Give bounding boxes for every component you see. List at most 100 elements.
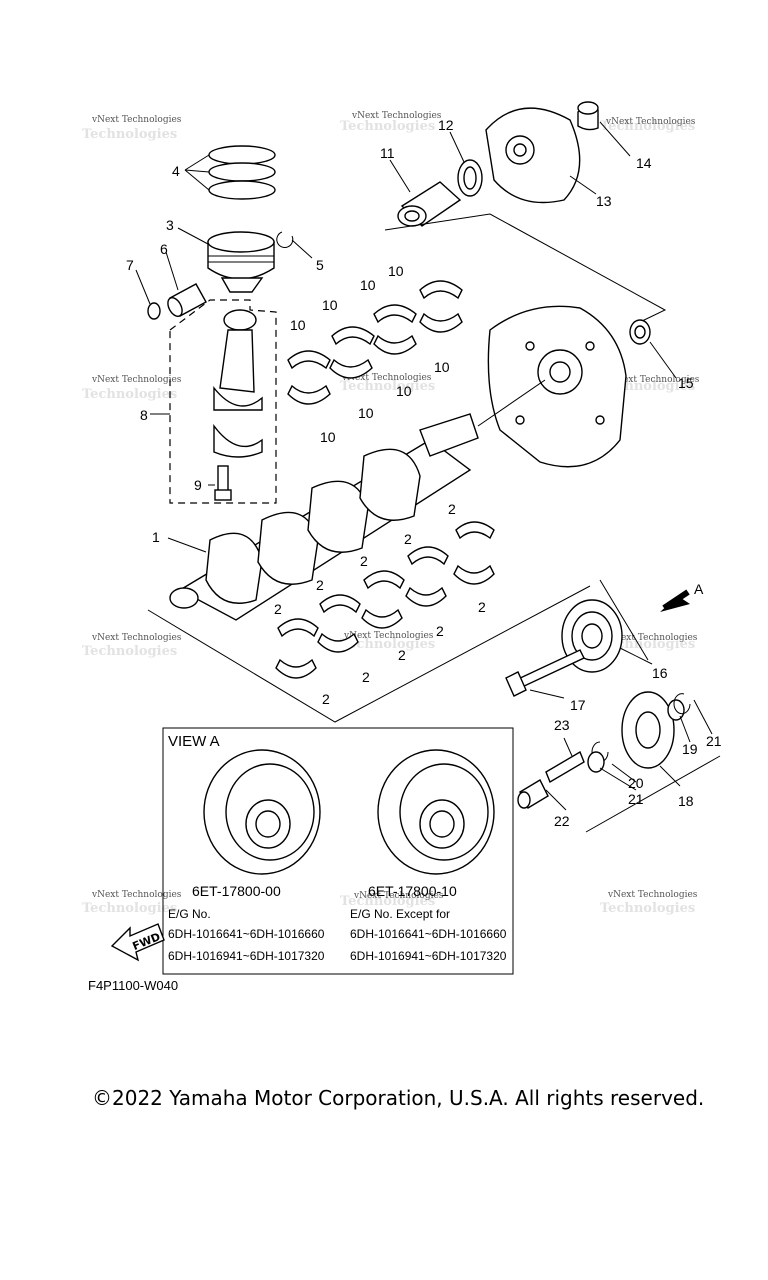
watermark-text: vNext Technologies: [609, 375, 700, 385]
watermark-text: vNext Technologies: [91, 375, 182, 385]
watermark-text: vNext Technologies: [351, 111, 442, 121]
watermark-text: vNext Technologies: [91, 890, 182, 900]
callout-7: 7: [126, 257, 134, 273]
crank-gear-and-bolt: [505, 579, 649, 697]
callout-18: 18: [678, 793, 694, 809]
callout-2: 2: [274, 601, 282, 617]
connecting-rod-bolt: [208, 465, 232, 501]
callout-1: 1: [152, 529, 160, 545]
view-a-arrow: A: [660, 581, 704, 612]
callout-14: 14: [636, 155, 652, 171]
callout-9: 9: [194, 477, 202, 493]
diagram-code: F4P1100-W040: [88, 978, 178, 993]
conrod-bearings-upper: [287, 280, 463, 405]
watermark-text: vNext Technologies: [91, 115, 182, 125]
watermark-ghost: Technologies: [600, 901, 695, 916]
callout-4: 4: [172, 163, 180, 179]
watermark-text: vNext Technologies: [343, 631, 434, 641]
view-a-panel: VIEW A 6ET-17800-00 E/G No. 6DH-1016641~…: [162, 727, 514, 975]
callout-5: 5: [316, 257, 324, 273]
view-a-title: VIEW A: [168, 733, 220, 750]
callout-2: 2: [478, 599, 486, 615]
callout-17: 17: [570, 697, 586, 713]
part-number-10: 6ET-17800-10: [368, 883, 457, 899]
fwd-arrow-icon: FWD: [110, 923, 165, 962]
crankshaft: [169, 379, 546, 621]
callout-2: 2: [436, 623, 444, 639]
watermark-ghost: Technologies: [82, 387, 177, 402]
watermark-group: vNext Technologies vNext Technologies vN…: [91, 111, 700, 901]
watermark-ghost: Technologies: [340, 379, 435, 394]
callout-10: 10: [320, 429, 336, 445]
callout-22: 22: [554, 813, 570, 829]
piston-rings: [184, 145, 276, 200]
watermark-ghost: Technologies: [82, 644, 177, 659]
eg-label-10: E/G No. Except for: [350, 907, 450, 921]
view-a-marker: A: [694, 581, 704, 597]
eg-range-00-a: 6DH-1016641~6DH-1016660: [168, 927, 325, 941]
callout-10: 10: [322, 297, 338, 313]
callout-leaders: [135, 121, 713, 811]
gear-variant-00: [203, 749, 321, 875]
callout-6: 6: [160, 241, 168, 257]
balancer-parts: [384, 101, 667, 323]
callout-11: 11: [380, 145, 395, 161]
callout-numbers: 1 2 2 2 2 2 2 2 2 2 2 3 4 5 6 7 8 9 10 1…: [126, 117, 722, 829]
callout-2: 2: [322, 691, 330, 707]
piston-pin-clip: [276, 231, 294, 248]
watermark-ghost: Technologies: [600, 119, 695, 134]
piston-pin: [167, 283, 207, 317]
watermark-text: vNext Technologies: [605, 117, 696, 127]
piston-pin-clip-small: [147, 302, 161, 320]
eg-range-10-a: 6DH-1016641~6DH-1016660: [350, 927, 507, 941]
gear-variant-10: [377, 749, 495, 875]
callout-15: 15: [678, 375, 694, 391]
callout-23: 23: [554, 717, 570, 733]
callout-2: 2: [316, 577, 324, 593]
callout-10: 10: [434, 359, 450, 375]
copyright-notice: ©2022 Yamaha Motor Corporation, U.S.A. A…: [92, 1086, 705, 1110]
callout-19: 19: [682, 741, 698, 757]
callout-16: 16: [652, 665, 668, 681]
watermark-ghost: Technologies: [82, 901, 177, 916]
callout-2: 2: [448, 501, 456, 517]
watermark-ghost: Technologies: [82, 127, 177, 142]
idler-gear-assembly: [517, 691, 721, 833]
callout-21: 21: [706, 733, 722, 749]
callout-8: 8: [140, 407, 148, 423]
watermark-text: vNext Technologies: [607, 890, 698, 900]
callout-10: 10: [358, 405, 374, 421]
watermark-ghost: Technologies: [340, 119, 435, 134]
eg-range-00-b: 6DH-1016941~6DH-1017320: [168, 949, 325, 963]
eg-range-10-b: 6DH-1016941~6DH-1017320: [350, 949, 507, 963]
main-bearings: [147, 521, 591, 723]
piston: [207, 231, 275, 293]
watermark-ghost: Technologies: [340, 637, 435, 652]
watermark-text: vNext Technologies: [607, 633, 698, 643]
connecting-rod-assembly: [150, 299, 277, 504]
watermark-text: vNext Technologies: [353, 891, 444, 901]
watermark-ghost-group: Technologies Technologies Technologies T…: [82, 119, 695, 916]
watermark-text: vNext Technologies: [341, 373, 432, 383]
callout-2: 2: [360, 553, 368, 569]
callout-3: 3: [166, 217, 174, 233]
watermark-text: vNext Technologies: [91, 633, 182, 643]
callout-2: 2: [404, 531, 412, 547]
callout-10: 10: [396, 383, 412, 399]
callout-12: 12: [438, 117, 454, 133]
part-number-00: 6ET-17800-00: [192, 883, 281, 899]
callout-10: 10: [360, 277, 376, 293]
callout-13: 13: [596, 193, 612, 209]
callout-21: 21: [628, 791, 644, 807]
callout-10: 10: [290, 317, 306, 333]
callout-2: 2: [362, 669, 370, 685]
eg-label-00: E/G No.: [168, 907, 211, 921]
watermark-ghost: Technologies: [340, 894, 435, 909]
crankcase-cover: [487, 305, 651, 468]
callout-2: 2: [398, 647, 406, 663]
watermark-ghost: Technologies: [600, 637, 695, 652]
callout-20: 20: [628, 775, 644, 791]
callout-10: 10: [388, 263, 404, 279]
